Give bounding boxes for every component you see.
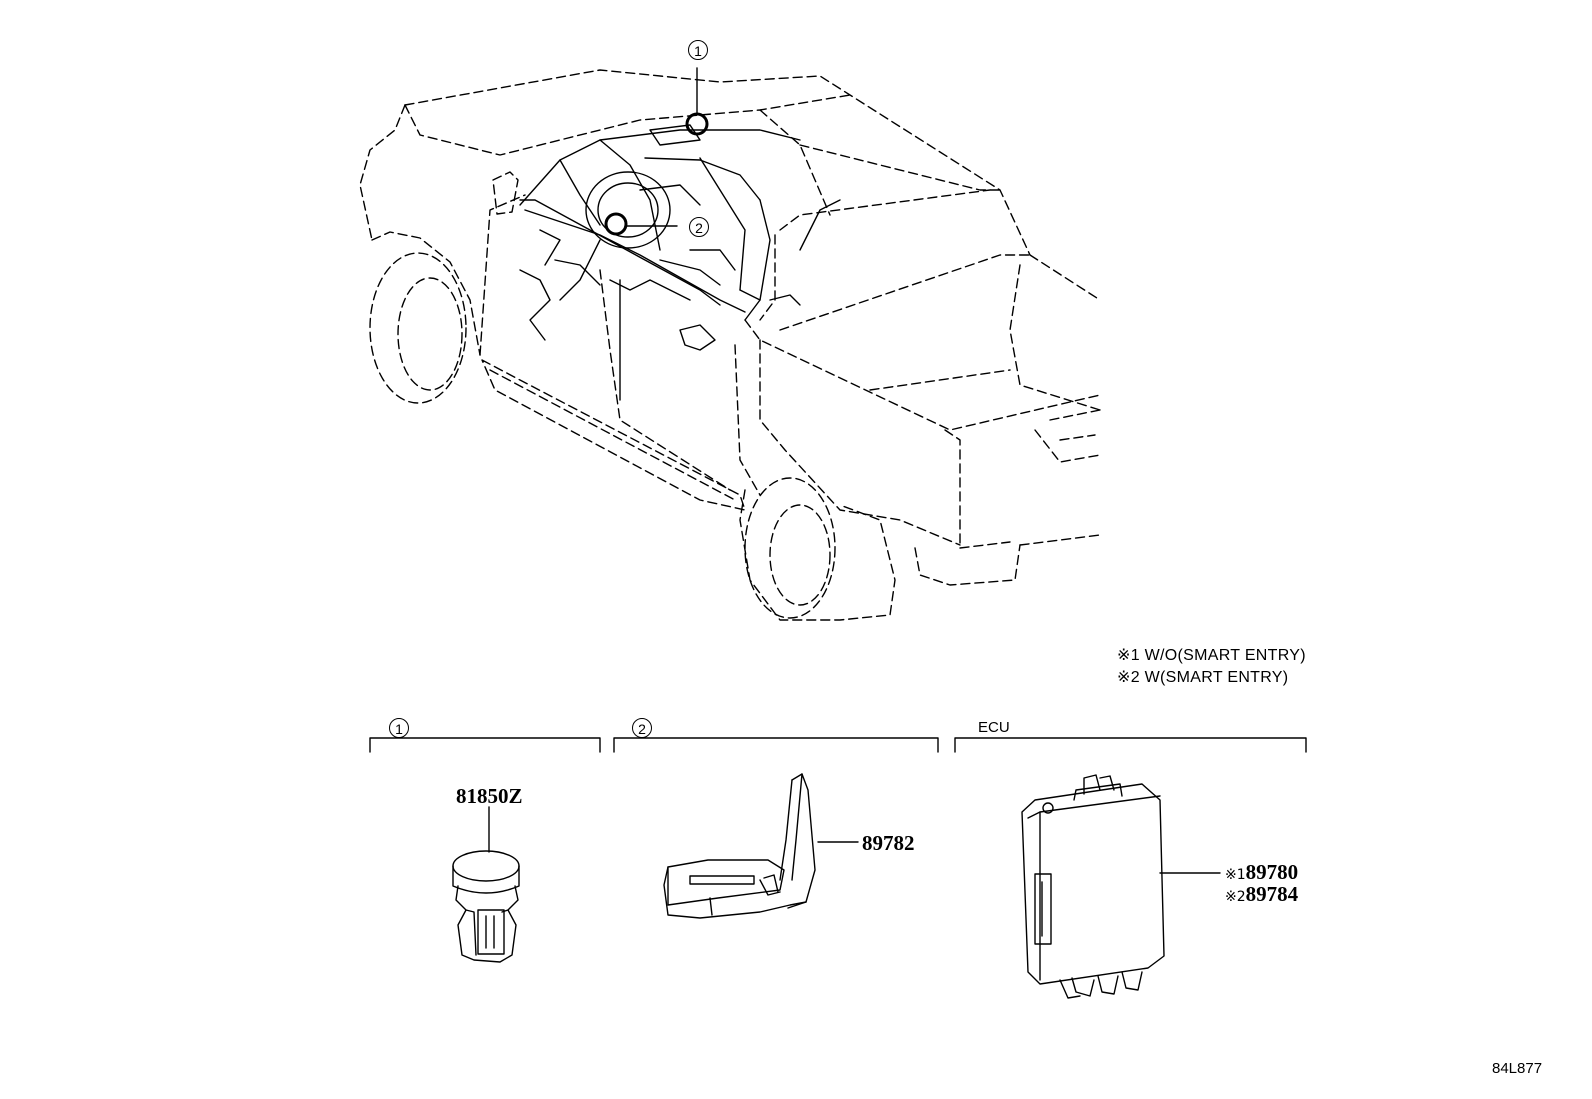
part-number-81850z: 81850Z [456, 784, 523, 808]
ecu-part-number-1: 89780 [1245, 860, 1299, 884]
ecu-note-mark-1: ※1 [1225, 867, 1246, 883]
part-number-89780: ※189780 [1225, 862, 1298, 883]
diagram-code: 84L877 [1492, 1060, 1543, 1077]
note-2: ※2 W(SMART ENTRY) [1117, 669, 1289, 686]
ecu-part-number-2: 89784 [1245, 882, 1299, 906]
callout-1-marker: 1 [688, 40, 708, 60]
section-1-marker: 1 [389, 718, 409, 738]
section-2-marker: 2 [632, 718, 652, 738]
callout-2-marker: 2 [689, 217, 709, 237]
part-number-89782: 89782 [862, 831, 915, 855]
ecu-note-mark-2: ※2 [1225, 889, 1246, 905]
note-1: ※1 W/O(SMART ENTRY) [1117, 647, 1306, 664]
section-ecu-label: ECU [978, 719, 1010, 736]
part-number-89784: ※289784 [1225, 884, 1298, 905]
